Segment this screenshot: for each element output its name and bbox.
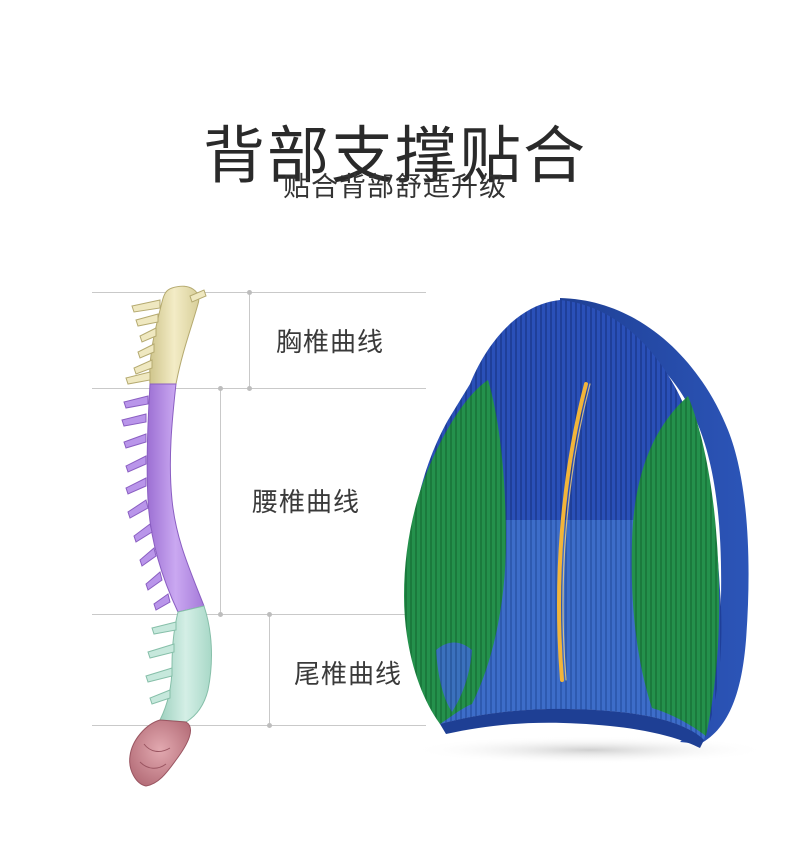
bracket-dot [247,386,252,391]
tail-vertebrae [145,605,212,723]
sacrum [129,719,191,787]
guide-line-top [92,292,426,293]
bracket-dot [218,386,223,391]
bracket-dot [218,612,223,617]
label-tail-curve: 尾椎曲线 [294,660,403,690]
label-lumbar-curve: 腰椎曲线 [252,488,361,518]
page-subtitle: 贴合背部舒适升级 [283,172,507,203]
bracket-dot [267,612,272,617]
bracket-tail [269,614,270,725]
guide-line-bottom [92,725,426,726]
label-thoracic-curve: 胸椎曲线 [276,328,385,358]
thoracic-vertebrae [125,285,207,385]
bracket-dot [267,723,272,728]
bracket-lumbar [220,388,221,614]
guide-line-thoracic-lumbar [92,388,426,389]
guide-line-lumbar-tail [92,614,426,615]
page-title: 背部支撑贴合 [202,118,587,192]
bracket-dot [247,290,252,295]
bracket-thoracic [249,292,250,388]
